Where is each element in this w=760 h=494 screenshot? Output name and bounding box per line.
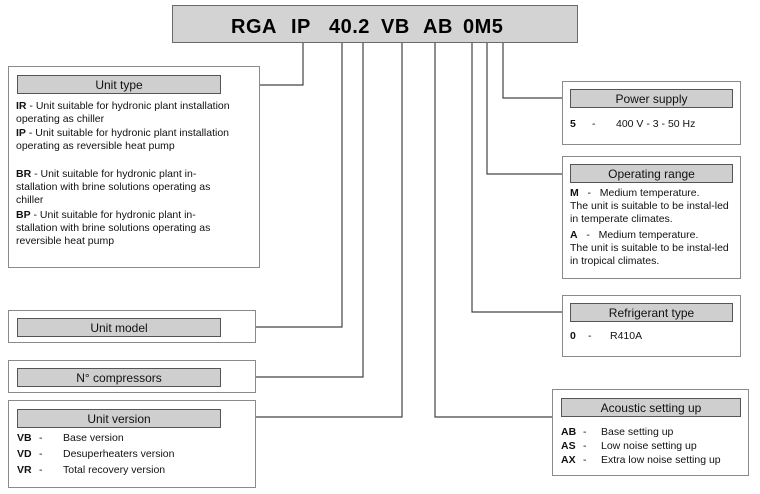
acoustic-row: AB-Base setting up (561, 426, 674, 438)
code-segment-tail: 0M5 (463, 16, 504, 38)
refrigerant-row: 0-R410A (570, 330, 643, 342)
operating-range-item-a: A - Medium temperature.The unit is suita… (570, 229, 729, 267)
code-segment-series: RGA (231, 16, 277, 38)
code-segment-version: VB (381, 16, 410, 38)
unit-version-header: Unit version (17, 409, 221, 428)
refrigerant-key: 0 (570, 330, 576, 342)
acoustic-key: AS (561, 440, 576, 452)
unit-version-key: VR (17, 464, 32, 476)
operating-range-key: A (570, 229, 578, 241)
unit-type-header: Unit type (17, 75, 221, 94)
unit-type-key: IP (16, 127, 26, 139)
unit-type-item-ip: IP - Unit suitable for hydronic plant in… (16, 127, 231, 153)
power-supply-key: 5 (570, 118, 576, 130)
unit-type-desc: - Unit suitable for hydronic plant insta… (16, 100, 230, 125)
unit-type-key: IR (16, 100, 27, 112)
unit-version-key: VD (17, 448, 32, 460)
unit-type-desc: - Unit suitable for hydronic plant in-st… (16, 168, 211, 206)
unit-type-desc: - Unit suitable for hydronic plant in-st… (16, 209, 211, 247)
operating-range-item-m: M - Medium temperature.The unit is suita… (570, 187, 729, 225)
acoustic-header: Acoustic setting up (561, 398, 741, 417)
operating-range-header: Operating range (570, 164, 733, 183)
power-supply-row: 5-400 V - 3 - 50 Hz (570, 118, 696, 130)
operating-range-extra: The unit is suitable to be instal-led in… (570, 200, 729, 225)
power-supply-box: Power supply 5-400 V - 3 - 50 Hz (562, 81, 741, 145)
acoustic-box: Acoustic setting up AB-Base setting up A… (552, 389, 749, 476)
unit-type-desc: - Unit suitable for hydronic plant insta… (16, 127, 230, 152)
unit-model-header: Unit model (17, 318, 221, 337)
unit-type-key: BP (16, 209, 31, 221)
connector-unit-model (256, 43, 343, 328)
operating-range-box: Operating range M - Medium temperature.T… (562, 156, 741, 279)
acoustic-desc: Base setting up (601, 426, 674, 438)
operating-range-extra: The unit is suitable to be instal-led in… (570, 242, 729, 267)
connector-unit-version (256, 43, 403, 418)
unit-type-item-br: BR - Unit suitable for hydronic plant in… (16, 168, 231, 207)
acoustic-desc: Low noise setting up (601, 440, 697, 452)
connector-acoustic (434, 43, 552, 418)
unit-version-row: VB-Base version (17, 432, 124, 444)
unit-version-desc: Base version (63, 432, 124, 444)
code-segment-unit-type: IP (291, 16, 311, 38)
model-code-banner: RGA IP 40.2 VB AB 0M5 (172, 5, 578, 43)
power-supply-header: Power supply (570, 89, 733, 108)
unit-version-desc: Desuperheaters version (63, 448, 175, 460)
compressors-header: N° compressors (17, 368, 221, 387)
operating-range-key: M (570, 187, 579, 199)
unit-type-item-bp: BP - Unit suitable for hydronic plant in… (16, 209, 231, 248)
acoustic-desc: Extra low noise setting up (601, 454, 721, 466)
operating-range-desc: Medium temperature. (598, 229, 699, 241)
acoustic-key: AX (561, 454, 576, 466)
unit-version-box: Unit version VB-Base version VD-Desuperh… (8, 400, 256, 488)
connector-operating-range (486, 43, 562, 175)
refrigerant-header: Refrigerant type (570, 303, 733, 322)
refrigerant-box: Refrigerant type 0-R410A (562, 295, 741, 357)
acoustic-key: AB (561, 426, 577, 438)
compressors-box: N° compressors (8, 360, 256, 393)
unit-version-key: VB (17, 432, 32, 444)
acoustic-row: AS-Low noise setting up (561, 440, 697, 452)
unit-type-box: Unit type IR - Unit suitable for hydroni… (8, 66, 260, 268)
power-supply-desc: 400 V - 3 - 50 Hz (616, 118, 696, 130)
connector-compressors (256, 43, 364, 378)
connector-power-supply (502, 43, 562, 99)
connector-unit-type (260, 43, 304, 86)
unit-version-row: VR-Total recovery version (17, 464, 166, 476)
unit-type-key: BR (16, 168, 32, 180)
operating-range-desc: Medium temperature. (599, 187, 700, 199)
unit-version-desc: Total recovery version (63, 464, 166, 476)
refrigerant-desc: R410A (610, 330, 643, 342)
unit-type-item-ir: IR - Unit suitable for hydronic plant in… (16, 100, 231, 126)
connector-refrigerant (471, 43, 562, 313)
acoustic-row: AX-Extra low noise setting up (561, 454, 721, 466)
code-segment-acoustic: AB (423, 16, 453, 38)
unit-version-row: VD-Desuperheaters version (17, 448, 175, 460)
code-segment-model: 40.2 (329, 16, 370, 38)
unit-model-box: Unit model (8, 310, 256, 343)
